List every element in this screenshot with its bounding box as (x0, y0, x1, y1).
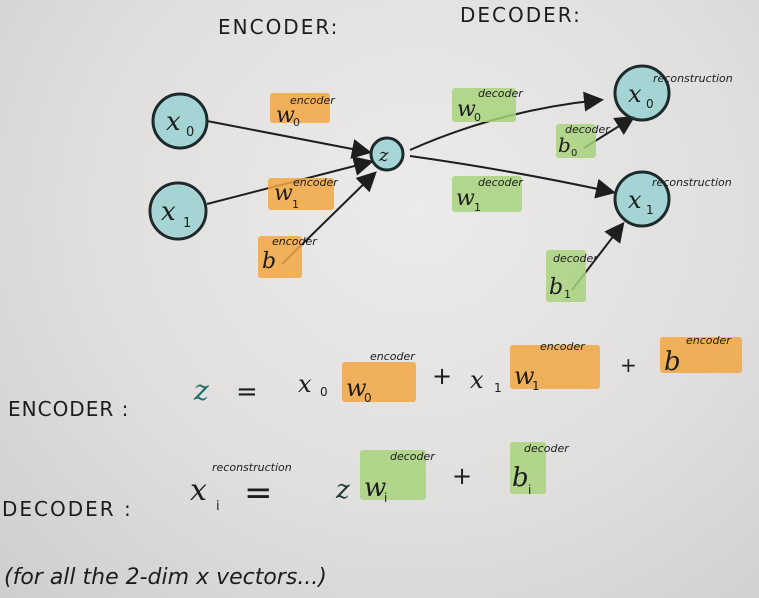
svg-text:0: 0 (571, 148, 577, 159)
svg-text:decoder: decoder (524, 442, 570, 455)
svg-text:1: 1 (474, 201, 481, 214)
equation-decoder-label: DECODER : (2, 497, 133, 521)
svg-text:w: w (456, 186, 475, 211)
label-w0-encoder: w 0 encoder (270, 93, 336, 129)
edge-x0-z (206, 120, 372, 159)
svg-text:+: + (620, 353, 637, 377)
svg-text:=: = (236, 377, 258, 407)
equation-encoder-label: ENCODER : (8, 397, 129, 421)
svg-text:0: 0 (364, 391, 372, 405)
svg-text:b: b (664, 347, 681, 377)
node-z: z (369, 136, 405, 172)
label-w1-encoder: w 1 encoder (268, 176, 339, 211)
svg-text:x: x (470, 366, 484, 394)
node-x0-reconstruction: x 0 reconstruction (613, 64, 733, 122)
node-x1: x 1 (148, 181, 208, 241)
heading-decoder: DECODER: (460, 3, 582, 27)
svg-text:w: w (514, 362, 535, 390)
svg-text:x: x (298, 370, 312, 398)
heading-encoder: ENCODER: (218, 15, 339, 39)
svg-text:x: x (190, 473, 207, 508)
svg-text:w: w (274, 181, 293, 206)
equation-encoder-lhs: z (193, 374, 209, 407)
svg-text:0: 0 (474, 111, 481, 124)
label-w1-decoder: w 1 decoder (452, 176, 524, 214)
svg-text:encoder: encoder (293, 176, 339, 189)
svg-text:1: 1 (292, 198, 299, 211)
svg-text:w: w (364, 473, 386, 503)
svg-text:+: + (452, 462, 472, 490)
svg-text:decoder: decoder (390, 450, 436, 463)
svg-text:x: x (628, 186, 642, 214)
label-b-encoder: b encoder (258, 235, 318, 278)
svg-text:x: x (161, 197, 176, 227)
svg-text:x: x (628, 80, 642, 108)
svg-text:decoder: decoder (565, 123, 611, 136)
svg-text:z: z (335, 475, 350, 505)
edge-z-x1recon (409, 155, 616, 199)
svg-text:1: 1 (532, 379, 540, 393)
svg-text:w: w (457, 97, 476, 122)
svg-text:=: = (244, 473, 273, 513)
svg-text:0: 0 (186, 125, 194, 140)
footnote: (for all the 2-dim x vectors...) (4, 565, 327, 590)
svg-text:+: + (432, 362, 452, 390)
node-x0: x 0 (151, 92, 209, 150)
node-x1-reconstruction: x 1 reconstruction (613, 170, 732, 228)
svg-text:reconstruction: reconstruction (653, 72, 733, 85)
svg-text:reconstruction: reconstruction (212, 461, 292, 474)
svg-text:encoder: encoder (686, 334, 732, 347)
svg-text:i: i (216, 499, 220, 514)
svg-text:b: b (558, 133, 571, 157)
svg-text:1: 1 (564, 288, 571, 301)
svg-text:b: b (512, 463, 529, 493)
svg-text:reconstruction: reconstruction (652, 176, 732, 189)
svg-text:encoder: encoder (290, 94, 336, 107)
svg-text:z: z (378, 145, 389, 166)
svg-text:encoder: encoder (540, 340, 586, 353)
svg-text:encoder: encoder (370, 350, 416, 363)
svg-text:decoder: decoder (478, 87, 524, 100)
equation-encoder: ENCODER : z = x 0 w 0 encoder + x 1 w 1 … (8, 334, 742, 421)
svg-text:0: 0 (293, 116, 300, 129)
svg-text:w: w (276, 103, 295, 128)
svg-text:w: w (346, 374, 367, 402)
label-b0-decoder: b 0 decoder (556, 123, 611, 159)
svg-text:b: b (262, 249, 276, 274)
svg-text:0: 0 (646, 97, 654, 111)
svg-text:decoder: decoder (478, 176, 524, 189)
svg-text:b: b (549, 275, 563, 300)
svg-text:1: 1 (183, 216, 191, 231)
svg-text:x: x (166, 107, 181, 137)
svg-text:0: 0 (320, 385, 328, 399)
label-w0-decoder: w 0 decoder (452, 87, 524, 124)
svg-text:1: 1 (494, 381, 502, 395)
label-b1-decoder: b 1 decoder (546, 250, 599, 302)
svg-text:decoder: decoder (553, 252, 599, 265)
svg-text:i: i (384, 491, 387, 505)
svg-text:encoder: encoder (272, 235, 318, 248)
svg-text:i: i (528, 483, 531, 497)
equation-decoder: DECODER : x i reconstruction = z w i dec… (2, 442, 570, 521)
svg-text:1: 1 (646, 203, 654, 217)
